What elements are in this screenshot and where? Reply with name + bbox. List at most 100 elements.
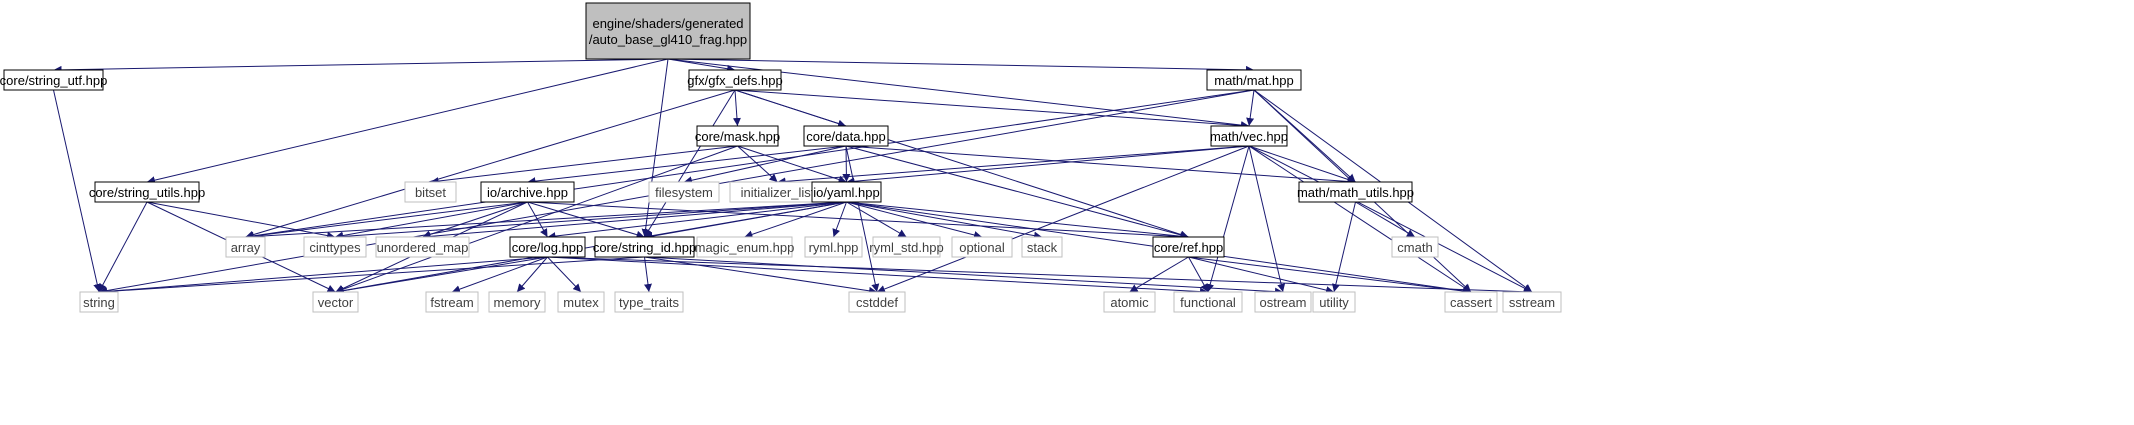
node-string-id[interactable]: core/string_id.hpp — [593, 236, 696, 258]
node-string[interactable]: string — [79, 291, 119, 313]
node-cassert[interactable]: cassert — [1444, 291, 1498, 313]
node-label: atomic — [1110, 295, 1149, 310]
edge-yaml-to-log — [547, 201, 847, 241]
node-cmath[interactable]: cmath — [1391, 236, 1439, 258]
node-label: vector — [318, 295, 354, 310]
node-label: engine/shaders/generated — [592, 16, 743, 31]
node-gfx-defs[interactable]: gfx/gfx_defs.hpp — [687, 69, 783, 91]
node-label: math/mat.hpp — [1214, 73, 1294, 88]
node-cstddef[interactable]: cstddef — [848, 291, 906, 313]
node-ref[interactable]: core/ref.hpp — [1152, 236, 1225, 258]
node-optional[interactable]: optional — [951, 236, 1013, 258]
node-label: core/string_utf.hpp — [0, 73, 107, 88]
node-math-utils[interactable]: math/math_utils.hpp — [1297, 181, 1414, 203]
node-label: ostream — [1260, 295, 1307, 310]
node-mutex[interactable]: mutex — [557, 291, 605, 313]
node-box — [375, 236, 470, 258]
node-box — [951, 236, 1013, 258]
node-initializer-list[interactable]: initializer_list — [729, 181, 826, 203]
node-atomic[interactable]: atomic — [1103, 291, 1156, 313]
edge-archive-to-unordered_map — [422, 201, 528, 239]
edge-ref-to-atomic — [1129, 256, 1189, 293]
node-box — [1391, 236, 1439, 258]
node-string-utf[interactable]: core/string_utf.hpp — [0, 69, 107, 91]
node-label: cmath — [1397, 240, 1432, 255]
node-box — [696, 236, 793, 258]
node-utility[interactable]: utility — [1312, 291, 1356, 313]
node-label: math/vec.hpp — [1210, 129, 1288, 144]
node-vector[interactable]: vector — [312, 291, 359, 313]
edge-mask-to-bitset — [430, 145, 738, 186]
node-mask[interactable]: core/mask.hpp — [695, 125, 780, 147]
edge-yaml-to-ryml — [832, 201, 847, 238]
node-ostream[interactable]: ostream — [1254, 291, 1312, 313]
node-box — [804, 236, 863, 258]
edge-yaml-to-optional — [846, 201, 983, 239]
edge-string_id-to-cstddef — [644, 256, 878, 295]
node-label: type_traits — [619, 295, 679, 310]
node-bitset[interactable]: bitset — [404, 181, 457, 203]
node-box — [1173, 291, 1243, 313]
node-label: bitset — [415, 185, 446, 200]
node-yaml[interactable]: io/yaml.hpp — [811, 181, 882, 203]
node-label: utility — [1319, 295, 1349, 310]
node-mat[interactable]: math/mat.hpp — [1206, 69, 1302, 91]
node-filesystem[interactable]: filesystem — [648, 181, 720, 203]
node-ryml-std[interactable]: ryml_std.hpp — [869, 236, 944, 258]
edge-layer — [53, 58, 1533, 296]
node-box — [594, 236, 695, 258]
edge-mat-to-vec — [1246, 89, 1255, 127]
node-box — [3, 69, 104, 91]
node-label: gfx/gfx_defs.hpp — [687, 73, 782, 88]
node-type-traits[interactable]: type_traits — [614, 291, 684, 313]
node-label: stack — [1027, 240, 1058, 255]
node-fstream[interactable]: fstream — [425, 291, 479, 313]
node-unordered-map[interactable]: unordered_map — [375, 236, 470, 258]
node-data[interactable]: core/data.hpp — [803, 125, 889, 147]
node-memory[interactable]: memory — [488, 291, 546, 313]
edge-log-to-vector — [335, 256, 548, 295]
node-stack[interactable]: stack — [1021, 236, 1063, 258]
node-log[interactable]: core/log.hpp — [509, 236, 586, 258]
edge-vec-to-cstddef — [876, 145, 1250, 293]
node-magic-enum[interactable]: magic_enum.hpp — [695, 236, 795, 258]
node-box — [1254, 291, 1312, 313]
node-label: core/mask.hpp — [695, 129, 780, 144]
edge-math_utils-to-utility — [1331, 201, 1356, 293]
edge-root-to-string_id — [641, 58, 669, 238]
node-functional[interactable]: functional — [1173, 291, 1243, 313]
node-cinttypes[interactable]: cinttypes — [303, 236, 367, 258]
node-box — [1312, 291, 1356, 313]
node-sstream[interactable]: sstream — [1502, 291, 1562, 313]
node-box — [557, 291, 605, 313]
edge-root-to-string_utils — [146, 58, 669, 185]
node-box — [404, 181, 457, 203]
node-box — [803, 125, 889, 147]
node-root[interactable]: engine/shaders/generated/auto_base_gl410… — [585, 2, 751, 60]
edge-data-to-yaml — [842, 145, 851, 183]
node-string-utils[interactable]: core/string_utils.hpp — [89, 181, 205, 203]
node-label: cassert — [1450, 295, 1492, 310]
edge-log-to-memory — [516, 256, 548, 293]
node-label: memory — [494, 295, 541, 310]
node-label: io/archive.hpp — [487, 185, 568, 200]
node-label: core/log.hpp — [512, 240, 584, 255]
node-label: core/data.hpp — [806, 129, 886, 144]
node-box — [488, 291, 546, 313]
node-label: ryml.hpp — [809, 240, 859, 255]
node-box — [696, 125, 779, 147]
edge-root-to-vec — [667, 58, 1250, 130]
node-label: ryml_std.hpp — [869, 240, 943, 255]
edge-vec-to-initializer_list — [777, 145, 1250, 186]
node-label: filesystem — [655, 185, 713, 200]
edge-vec-to-yaml — [846, 145, 1250, 186]
node-archive[interactable]: io/archive.hpp — [480, 181, 575, 203]
edge-mask-to-vector — [335, 145, 738, 294]
node-array[interactable]: array — [225, 236, 266, 258]
node-box — [688, 69, 782, 91]
node-vec[interactable]: math/vec.hpp — [1210, 125, 1288, 147]
node-box — [848, 291, 906, 313]
node-ryml[interactable]: ryml.hpp — [804, 236, 863, 258]
edge-ref-to-functional — [1188, 256, 1209, 293]
